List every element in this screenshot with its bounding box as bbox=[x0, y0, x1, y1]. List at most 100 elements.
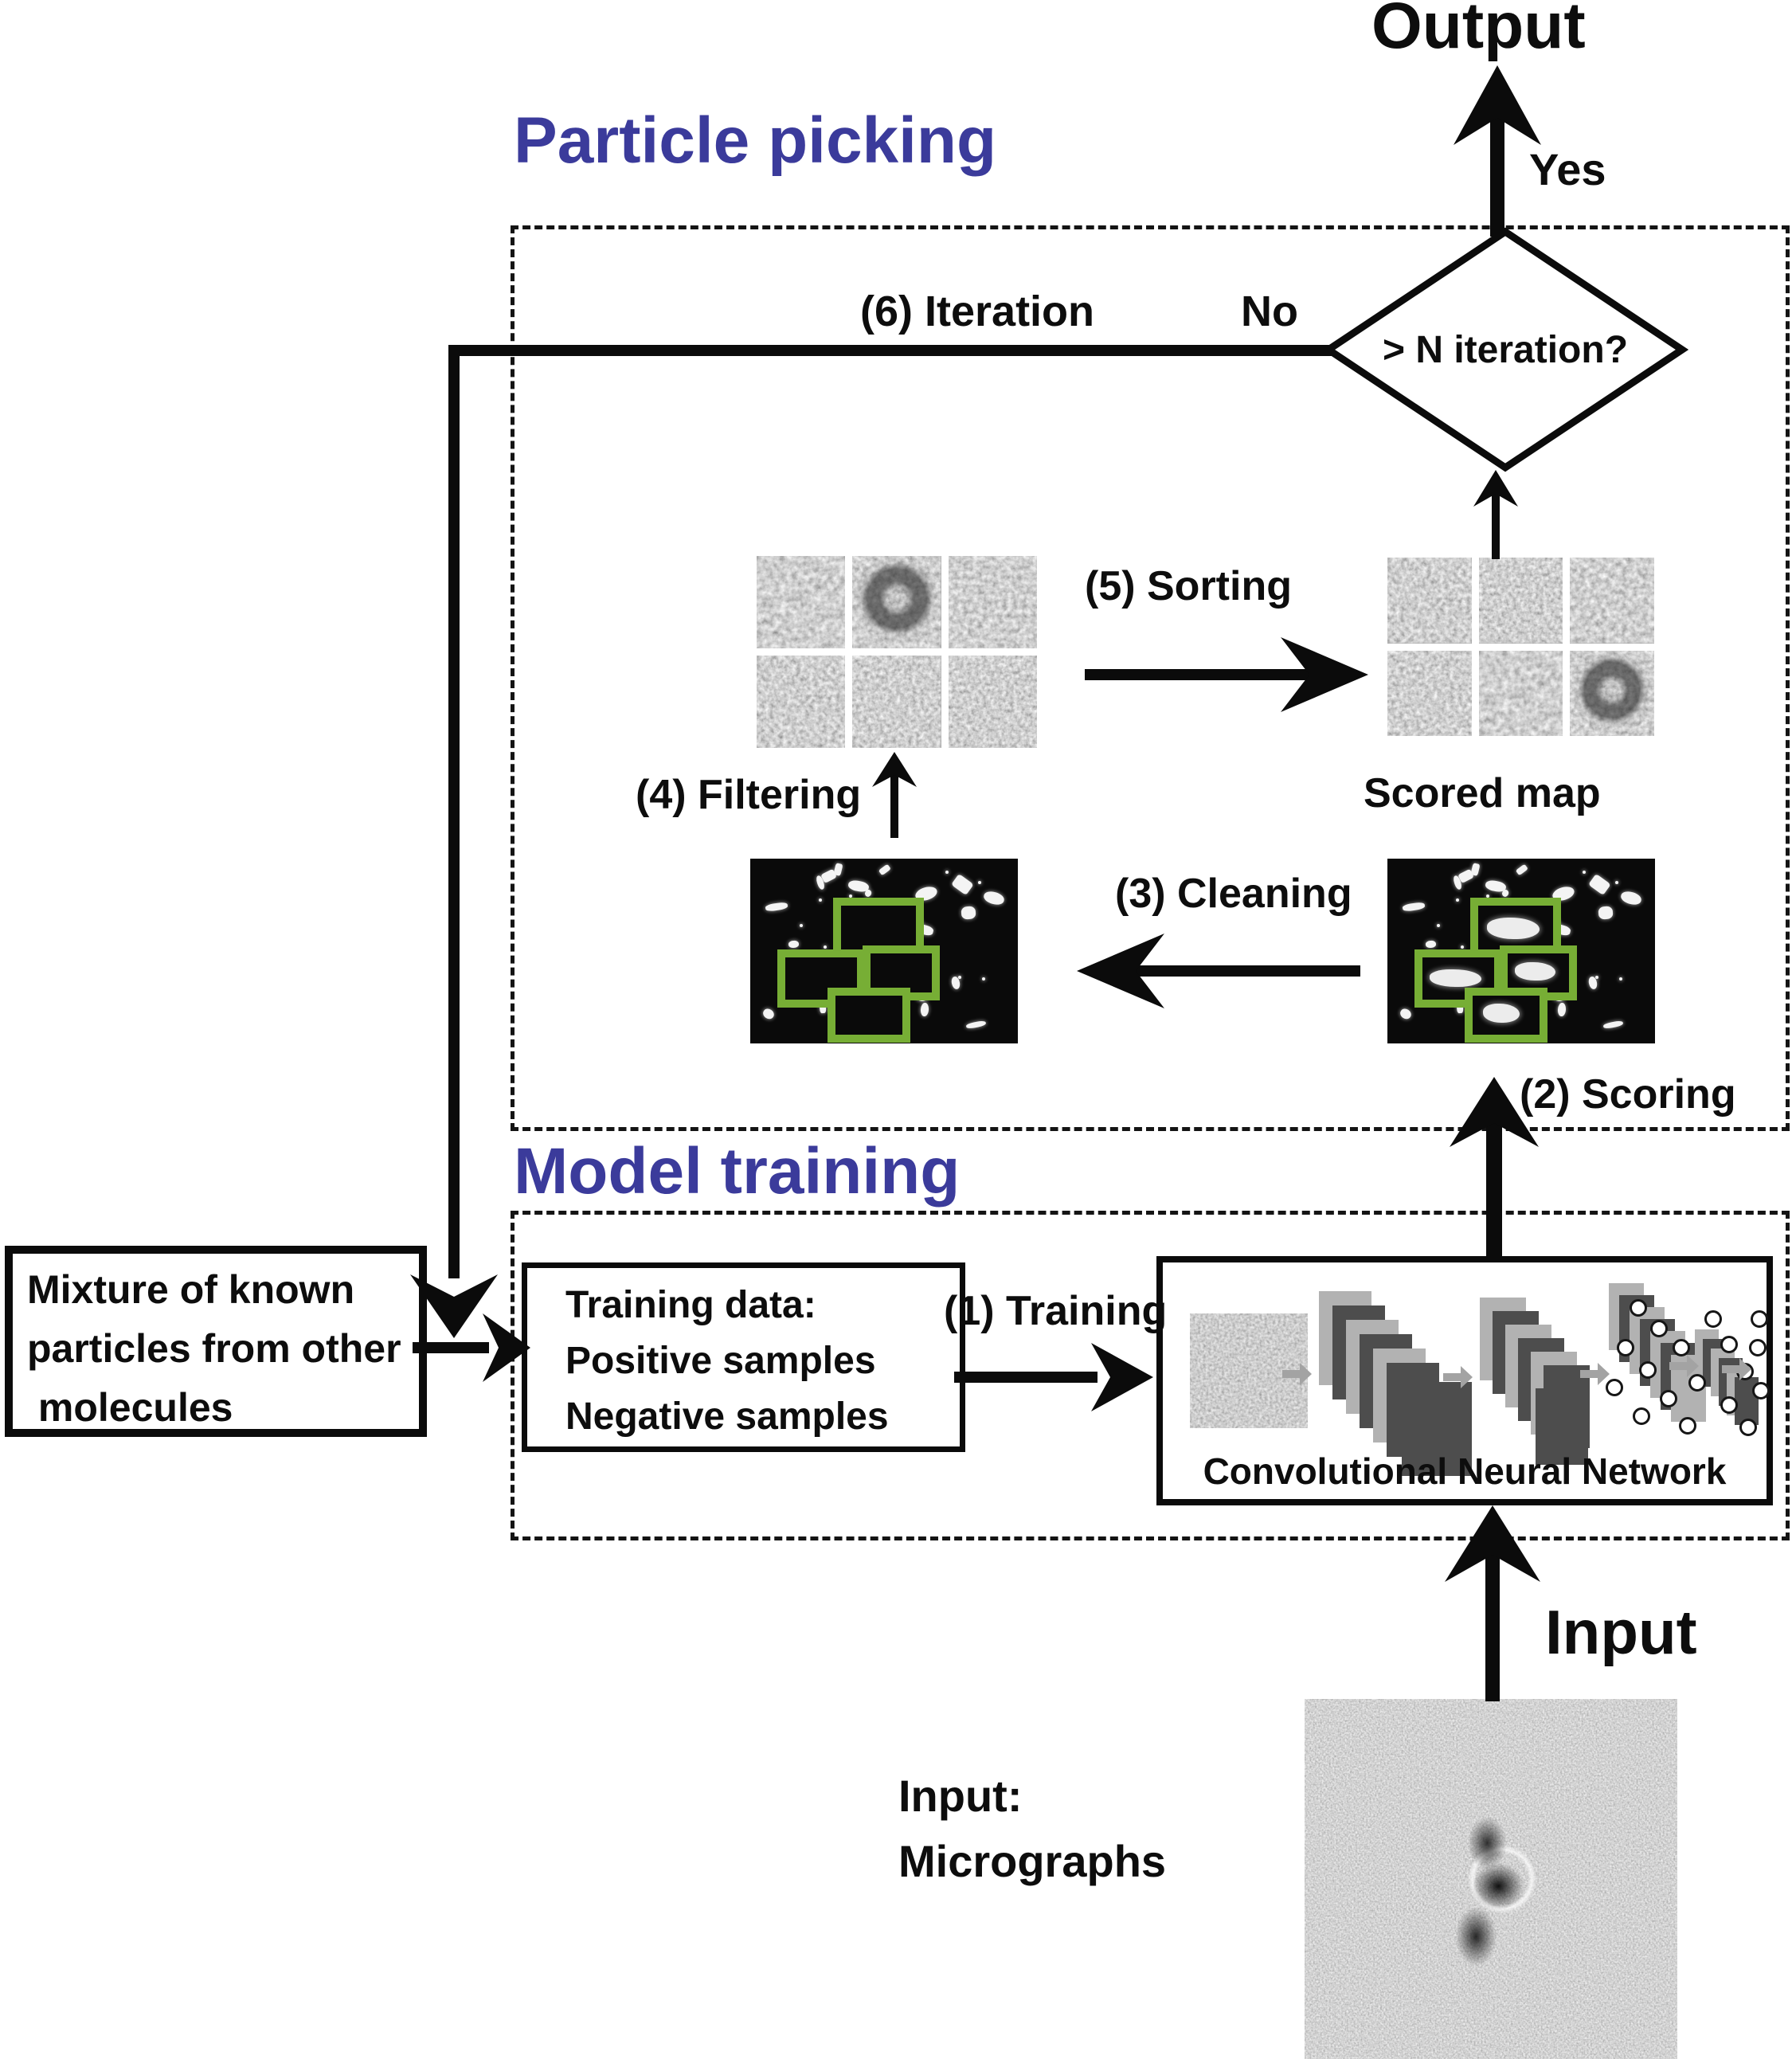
white-speck bbox=[957, 976, 961, 980]
cnn-neuron-node bbox=[1679, 1417, 1696, 1435]
particle-blob-overlay bbox=[852, 556, 941, 648]
white-blob bbox=[1425, 940, 1437, 949]
mixture-to-training-arrow bbox=[413, 1313, 530, 1382]
training-step-label: (1) Training bbox=[944, 1288, 1168, 1334]
cnn-flow-arrow-icon bbox=[1580, 1363, 1610, 1385]
model-training-title: Model training bbox=[514, 1135, 961, 1208]
cnn-flow-arrow-icon bbox=[1669, 1355, 1699, 1377]
white-speck bbox=[823, 945, 827, 949]
cnn-pool-slab bbox=[1536, 1388, 1588, 1465]
particle-picking-title: Particle picking bbox=[514, 104, 997, 177]
white-speck bbox=[945, 870, 949, 874]
particle-patch-cell bbox=[757, 656, 846, 748]
white-speck bbox=[981, 977, 985, 981]
white-blob bbox=[1602, 1020, 1624, 1030]
input-micrograph-image bbox=[1305, 1699, 1677, 2059]
cnn-neuron-node bbox=[1720, 1336, 1738, 1353]
boxed-particle-blob bbox=[1429, 969, 1481, 988]
cnn-neuron-node bbox=[1606, 1379, 1623, 1396]
mixture-line-1: Mixture of known bbox=[27, 1267, 355, 1312]
no-label: No bbox=[1241, 288, 1298, 335]
particle-patch-cell bbox=[1570, 650, 1654, 736]
cnn-flow-arrow-icon bbox=[1282, 1363, 1312, 1385]
white-speck bbox=[819, 898, 823, 902]
cnn-neuron-node bbox=[1673, 1339, 1690, 1356]
white-speck bbox=[977, 881, 981, 885]
white-speck bbox=[1485, 894, 1489, 898]
output-title: Output bbox=[1371, 0, 1586, 62]
cnn-neuron-node bbox=[1617, 1339, 1634, 1356]
particle-patch-cell bbox=[948, 556, 1037, 648]
white-speck bbox=[848, 894, 852, 898]
white-speck bbox=[1456, 898, 1460, 902]
particle-patch-cell bbox=[852, 656, 941, 748]
scored-map-label: Scored map bbox=[1364, 770, 1601, 816]
training-data-line-2: Positive samples bbox=[565, 1340, 876, 1382]
white-speck bbox=[1594, 976, 1598, 980]
white-speck bbox=[1460, 945, 1464, 949]
pick-box bbox=[1414, 949, 1503, 1008]
training-data-line-1: Training data: bbox=[565, 1284, 816, 1326]
cnn-neuron-node bbox=[1688, 1374, 1706, 1392]
particle-patch-cell bbox=[1478, 650, 1563, 736]
white-speck bbox=[1618, 977, 1622, 981]
white-blob bbox=[1588, 873, 1611, 895]
cnn-neuron-node bbox=[1639, 1361, 1657, 1379]
white-speck bbox=[1583, 870, 1587, 874]
input-caption-line-1: Input: bbox=[898, 1771, 1023, 1821]
iteration-loop-arrow bbox=[410, 345, 1335, 1338]
mixture-line-2: particles from other bbox=[27, 1326, 401, 1371]
white-blob bbox=[1402, 901, 1425, 912]
training-data-line-3: Negative samples bbox=[565, 1396, 889, 1438]
mixture-box: Mixture of known particles from other mo… bbox=[5, 1246, 427, 1437]
particle-patch-cell bbox=[1387, 558, 1472, 644]
training-arrow bbox=[954, 1343, 1153, 1411]
particle-patch-cell bbox=[1570, 558, 1654, 644]
filtered-particles-grid bbox=[757, 556, 1037, 748]
filtering-step-label: (4) Filtering bbox=[636, 772, 862, 818]
particle-patch-cell bbox=[1387, 650, 1472, 736]
yes-label: Yes bbox=[1529, 144, 1606, 194]
cnn-pool-slab bbox=[1402, 1382, 1472, 1476]
white-blob bbox=[1619, 889, 1643, 906]
scoring-step-label: (2) Scoring bbox=[1520, 1071, 1736, 1118]
particle-blob-overlay bbox=[1570, 650, 1654, 736]
pick-box bbox=[828, 988, 911, 1043]
cnn-neuron-node bbox=[1751, 1310, 1768, 1328]
cnn-flow-arrow-icon bbox=[1722, 1358, 1751, 1380]
input-caption-line-2: Micrographs bbox=[898, 1836, 1167, 1886]
cnn-neuron-node bbox=[1633, 1407, 1650, 1425]
input-arrow bbox=[1445, 1505, 1540, 1701]
cnn-neuron-node bbox=[1739, 1419, 1757, 1436]
model-training-box bbox=[511, 1211, 1790, 1540]
cnn-flow-arrow-icon bbox=[1443, 1366, 1473, 1388]
grid-to-diamond-arrow bbox=[1473, 470, 1518, 559]
scoring-arrow bbox=[1450, 1077, 1539, 1258]
white-blob bbox=[1470, 863, 1481, 876]
micrograph-particle-cluster bbox=[1305, 1699, 1677, 2059]
cleaning-step-label: (3) Cleaning bbox=[1115, 871, 1352, 917]
decision-diamond bbox=[1322, 227, 1688, 472]
white-speck bbox=[1559, 1008, 1563, 1012]
cnn-neuron-node bbox=[1650, 1320, 1668, 1337]
particle-picking-box bbox=[511, 225, 1790, 1131]
cnn-neuron-node bbox=[1630, 1299, 1647, 1317]
iteration-step-label: (6) Iteration bbox=[860, 288, 1095, 335]
cnn-neuron-node bbox=[1720, 1396, 1738, 1414]
sorted-particles-grid bbox=[1387, 558, 1654, 736]
cnn-neuron-node bbox=[1752, 1382, 1770, 1399]
white-blob bbox=[1398, 1006, 1414, 1021]
decision-label: > N iteration? bbox=[1382, 329, 1629, 371]
cnn-label: Convolutional Neural Network bbox=[1203, 1450, 1727, 1492]
mixture-line-3: molecules bbox=[27, 1385, 233, 1430]
particle-patch-cell bbox=[852, 556, 941, 648]
filtering-arrow bbox=[872, 752, 917, 838]
input-title: Input bbox=[1545, 1597, 1697, 1667]
white-speck bbox=[922, 1008, 926, 1012]
cleaned-map-image bbox=[750, 859, 1018, 1043]
cnn-neuron-node bbox=[1704, 1310, 1722, 1328]
boxed-particle-blob bbox=[1515, 961, 1555, 981]
particle-patch-cell bbox=[1478, 558, 1563, 644]
sorting-arrow bbox=[1085, 637, 1368, 712]
white-speck bbox=[1614, 881, 1618, 885]
